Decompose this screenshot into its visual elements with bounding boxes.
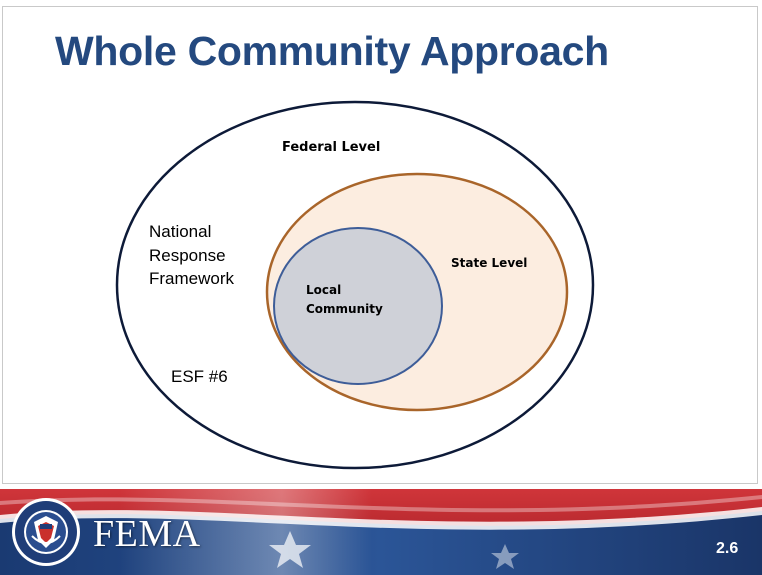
dhs-seal-icon — [12, 498, 80, 566]
local-community-label-line-2: Community — [306, 302, 383, 316]
fema-logo-text: FEMA — [93, 513, 201, 555]
nrf-label-line-2: Response — [149, 246, 226, 265]
footer-banner — [0, 489, 762, 575]
page-number: 2.6 — [716, 540, 739, 557]
local-community-label-line-1: Local — [306, 283, 342, 297]
esf6-label: ESF #6 — [171, 367, 228, 386]
flag-background — [0, 489, 762, 575]
federal-level-label: Federal Level — [282, 140, 381, 155]
nrf-label-line-3: Framework — [149, 269, 235, 288]
star-icon — [491, 544, 519, 569]
slide-title: Whole Community Approach — [55, 28, 609, 74]
star-icon — [269, 531, 311, 568]
state-level-label: State Level — [451, 256, 528, 270]
inner-circle-local — [273, 227, 443, 385]
slide-frame — [2, 6, 758, 484]
nrf-label-line-1: National — [149, 222, 212, 241]
